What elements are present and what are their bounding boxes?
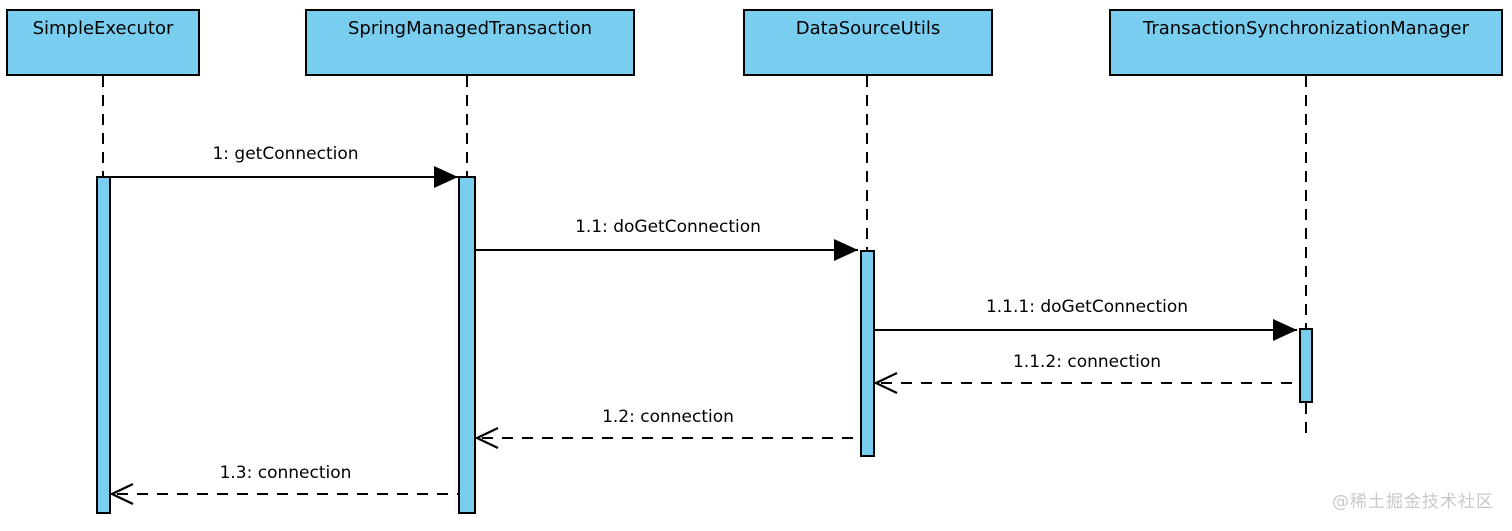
actor-box-spring-managed-transaction: SpringManagedTransaction (305, 9, 635, 76)
filled-arrowhead-icon (434, 166, 458, 188)
actor-label: SimpleExecutor (32, 18, 174, 39)
message-line (117, 493, 460, 495)
actor-box-transaction-synchronization-manager: TransactionSynchronizationManager (1109, 9, 1503, 76)
message-label: 1.3: connection (219, 463, 352, 483)
open-arrowhead-icon (474, 427, 499, 449)
filled-arrowhead-icon (834, 239, 858, 261)
actor-label: DataSourceUtils (795, 18, 941, 39)
activation-bar-transaction-synchronization-manager (1299, 328, 1313, 403)
actor-box-simple-executor: SimpleExecutor (6, 9, 200, 76)
message-label: 1.1.2: connection (1012, 352, 1162, 372)
message-label: 1: getConnection (212, 144, 359, 164)
message-label: 1.1.1: doGetConnection (985, 297, 1189, 317)
lifeline-transaction-synchronization-manager (1305, 76, 1307, 328)
message-label: 1.1: doGetConnection (575, 217, 761, 237)
activation-bar-spring-managed-transaction (458, 176, 476, 514)
watermark-text: @稀土掘金技术社区 (1332, 492, 1494, 512)
message-line (875, 329, 1297, 331)
message-line (881, 382, 1299, 384)
message-line (482, 437, 860, 439)
open-arrowhead-icon (109, 483, 134, 505)
lifeline-transaction-synchronization-manager-tail (1305, 403, 1307, 437)
activation-bar-simple-executor (96, 176, 111, 514)
lifeline-spring-managed-transaction (466, 76, 468, 176)
message-line (476, 249, 858, 251)
actor-label: TransactionSynchronizationManager (1142, 18, 1470, 39)
open-arrowhead-icon (873, 372, 898, 394)
lifeline-simple-executor (102, 76, 104, 176)
message-label: 1.2: connection (602, 407, 734, 427)
actor-box-data-source-utils: DataSourceUtils (743, 9, 993, 76)
lifeline-data-source-utils (866, 76, 868, 250)
filled-arrowhead-icon (1273, 319, 1297, 341)
actor-label: SpringManagedTransaction (348, 18, 592, 39)
message-line (111, 176, 458, 178)
activation-bar-data-source-utils (860, 250, 875, 457)
